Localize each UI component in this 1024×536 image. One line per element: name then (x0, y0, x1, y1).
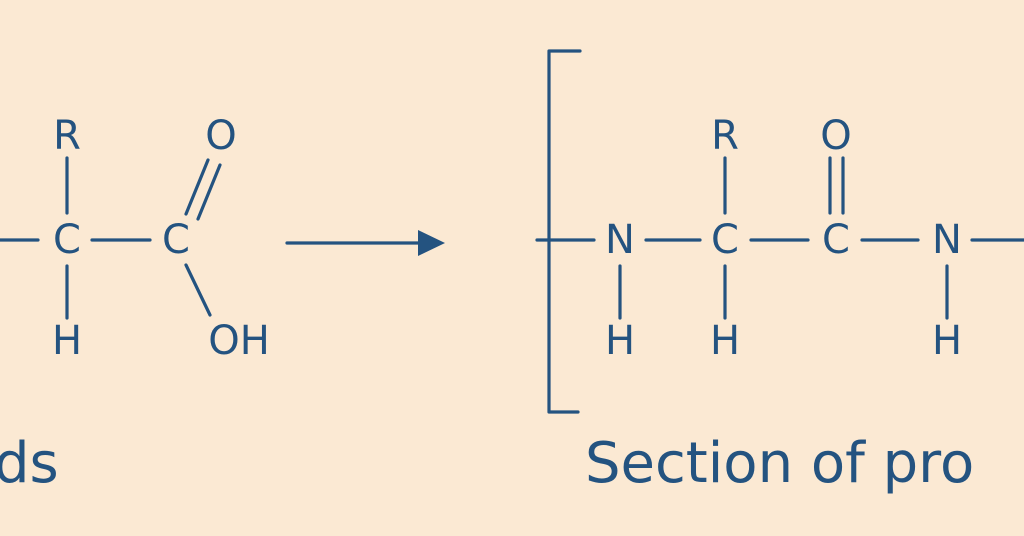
atom-hydrogen-on-n2: H (932, 318, 962, 364)
atom-carboxyl-carbon: C (162, 217, 190, 263)
atom-carbonyl-oxygen: O (820, 113, 851, 159)
atom-side-chain-r: R (711, 113, 739, 159)
protein-section-molecule: N H R C H O C N H (535, 49, 1024, 414)
atom-alpha-hydrogen: H (710, 318, 740, 364)
repeat-unit-bracket (547, 49, 582, 414)
atom-nitrogen-1: N (605, 217, 635, 263)
atom-hydrogen-on-n1: H (605, 318, 635, 364)
reaction-arrow-head (418, 230, 445, 256)
amino-acid-molecule: R C H C O OH (0, 113, 270, 364)
atom-alpha-hydrogen: H (52, 318, 82, 364)
double-bond-carbonyl-line-1 (184, 158, 210, 216)
protein-section-caption: Section of pro (585, 431, 974, 496)
reaction-arrow (285, 230, 445, 256)
atom-alpha-carbon: C (711, 217, 739, 263)
atom-hydroxyl-group: OH (208, 318, 270, 364)
atom-carbonyl-carbon: C (822, 217, 850, 263)
atom-side-chain-r: R (53, 113, 81, 159)
bond-carboxyl-carbon-to-oh (184, 263, 212, 317)
amino-acid-caption: ds (0, 431, 59, 496)
double-bond-carbonyl-line-2 (196, 163, 222, 221)
atom-alpha-carbon: C (53, 217, 81, 263)
atom-nitrogen-2: N (932, 217, 962, 263)
atom-carbonyl-oxygen: O (205, 113, 236, 159)
